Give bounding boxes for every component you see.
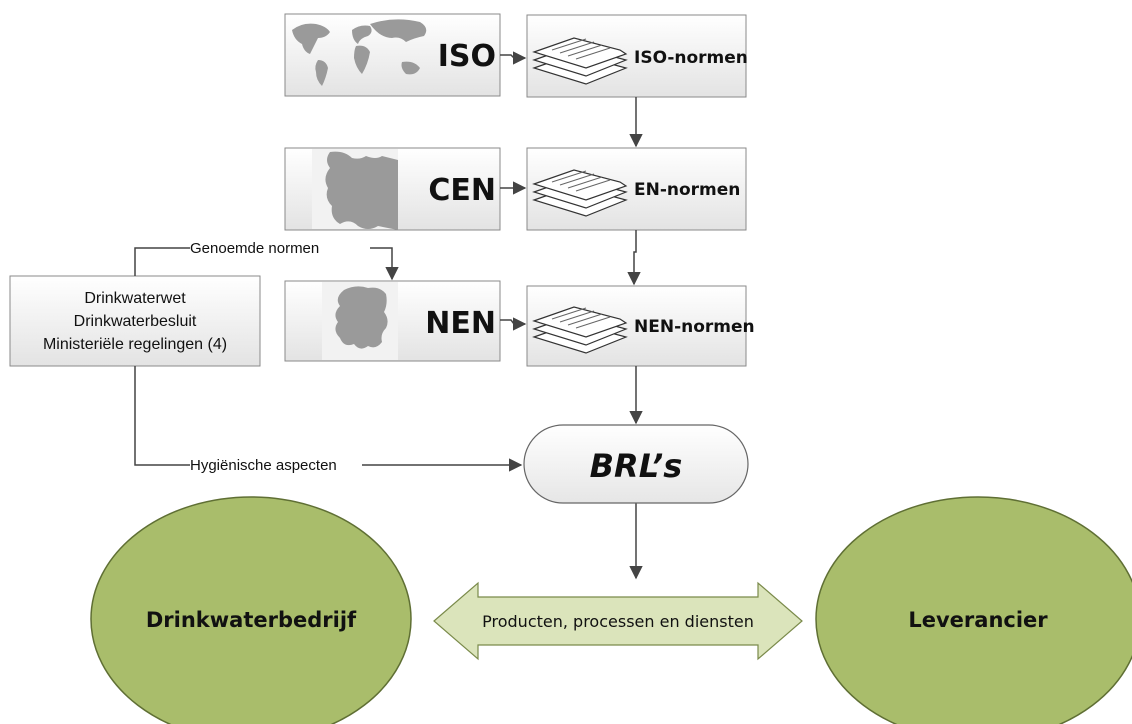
regulations-box: Drinkwaterwet Drinkwaterbesluit Minister…: [9, 275, 261, 367]
arrow-iso-to-isonormen: [500, 51, 527, 65]
arrow-genoemde-normen: [370, 247, 399, 281]
org-box-cen: CEN: [284, 147, 501, 231]
org-box-nen: NEN: [284, 280, 501, 362]
line-regulations-down: [134, 366, 190, 466]
norm-label-nen: NEN-normen: [634, 317, 755, 337]
brl-label: BRL’s: [590, 447, 683, 485]
arrow-ennormen-to-nennormen: [627, 230, 641, 286]
connectors: [134, 51, 643, 580]
org-label-cen: CEN: [428, 173, 496, 208]
party-drinkwaterbedrijf: Drinkwaterbedrijf: [90, 496, 412, 724]
exchange-double-arrow: Producten, processen en diensten: [433, 581, 803, 661]
regulation-line-2: Drinkwaterbesluit: [74, 313, 197, 330]
europe-map-icon: [325, 151, 398, 230]
party-label-right: Leverancier: [908, 608, 1048, 632]
norm-box-iso: ISO-normen: [526, 14, 748, 98]
org-label-nen: NEN: [425, 306, 496, 341]
regulation-line-1: Drinkwaterwet: [84, 290, 186, 307]
party-leverancier: Leverancier: [815, 496, 1132, 724]
netherlands-map-icon: [335, 286, 388, 349]
org-label-iso: ISO: [438, 39, 496, 74]
norm-label-iso: ISO-normen: [634, 48, 748, 68]
party-label-left: Drinkwaterbedrijf: [146, 608, 357, 632]
arrow-nen-to-nennormen: [500, 317, 527, 331]
line-regulations-to-label: [134, 247, 190, 276]
label-genoemde-normen: Genoemde normen: [190, 240, 319, 257]
norm-label-en: EN-normen: [634, 180, 740, 200]
exchange-label: Producten, processen en diensten: [482, 612, 754, 631]
brl-box: BRL’s: [523, 424, 749, 504]
org-box-iso: ISO: [284, 13, 501, 97]
label-hygienische-aspecten: Hygiënische aspecten: [190, 457, 337, 474]
world-map-icon: [292, 19, 427, 86]
norm-box-nen: NEN-normen: [526, 285, 755, 367]
regulation-line-3: Ministeriële regelingen (4): [43, 336, 227, 353]
norm-box-en: EN-normen: [526, 147, 747, 231]
